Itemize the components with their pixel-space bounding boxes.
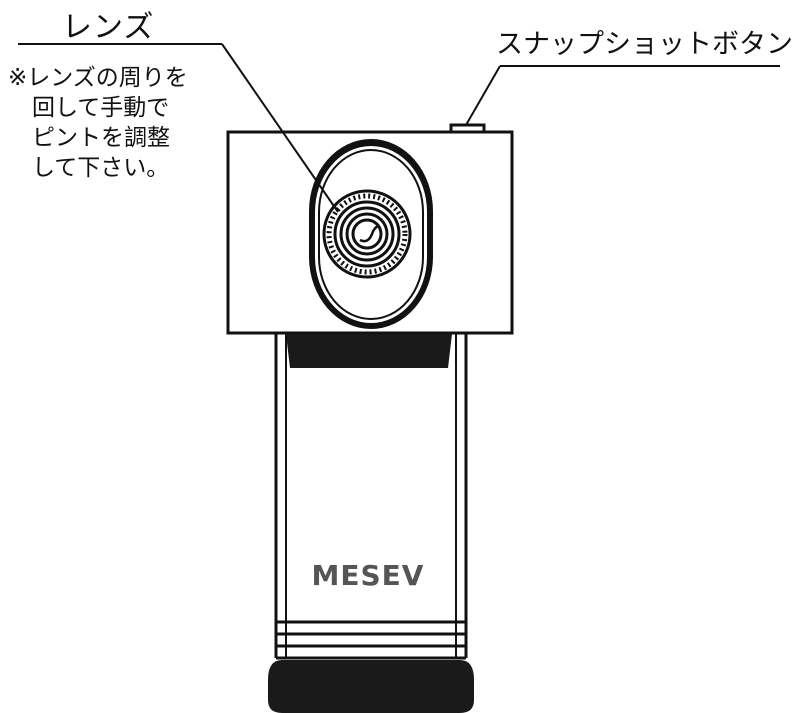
grip-ridges xyxy=(276,620,466,660)
camera-foot xyxy=(268,660,474,713)
lens-note-line-3: ピントを調整 xyxy=(32,125,170,151)
lens-note-line-4: して下さい。 xyxy=(32,155,170,181)
camera-body xyxy=(274,334,468,658)
lens-focus-note: ※レンズの周りを 回して手動で ピントを調整 して下さい。 xyxy=(8,63,238,183)
lens-note-line-1: ※レンズの周りを xyxy=(8,65,188,91)
lens-note-line-2: 回して手動で xyxy=(32,95,170,121)
snapshot-callout xyxy=(465,65,780,126)
lens-label: レンズ xyxy=(62,10,155,45)
snapshot-button-label: スナップショットボタン xyxy=(496,29,793,60)
brand-logo: MESEV xyxy=(312,559,425,592)
hinge-band xyxy=(286,334,452,368)
lens-callout xyxy=(18,43,339,213)
lens xyxy=(322,189,412,279)
